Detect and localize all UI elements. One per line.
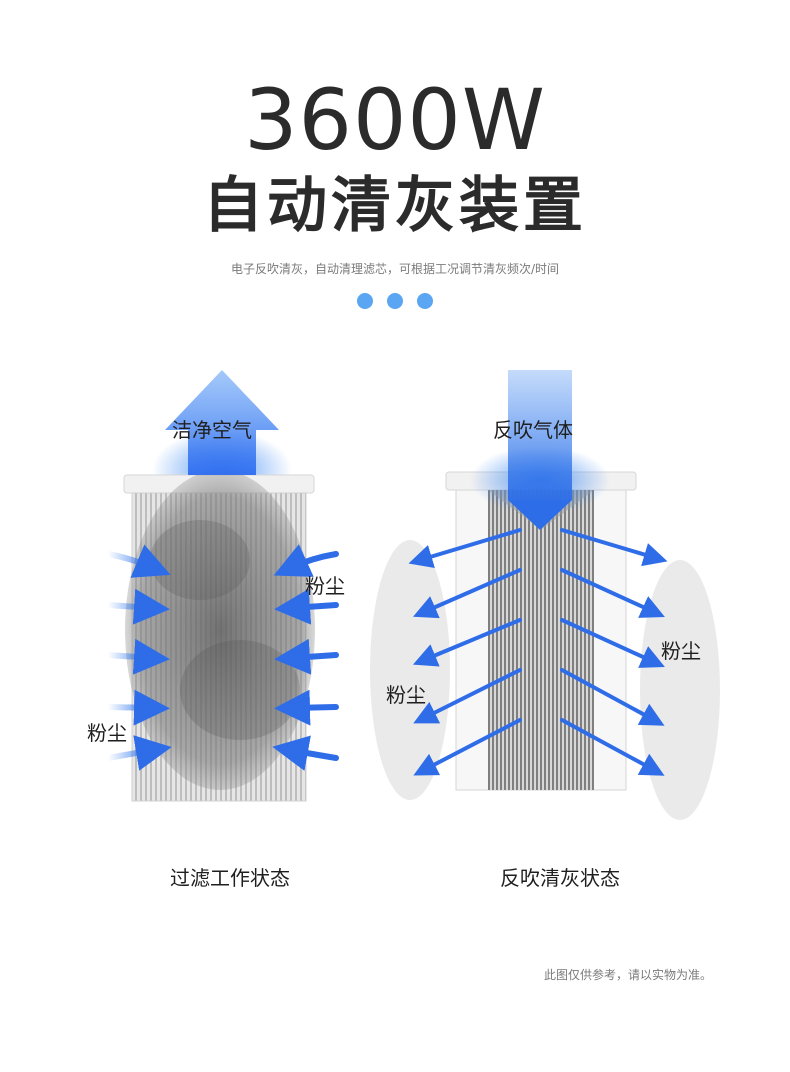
disclaimer-text: 此图仅供参考，请以实物为准。	[543, 968, 712, 982]
left-filter-cartridge	[123, 430, 315, 802]
indicator-dot	[357, 293, 373, 309]
indicator-dot	[417, 293, 433, 309]
left-dust-label-left: 粉尘	[87, 721, 127, 745]
headline-power: 3600W	[244, 71, 546, 169]
reverse-air-label: 反吹气体	[493, 418, 573, 442]
right-dust-label-right: 粉尘	[661, 639, 701, 663]
left-inflow-arrows	[105, 544, 339, 771]
clean-air-label: 洁净空气	[172, 418, 252, 442]
pagination-dots	[0, 293, 790, 309]
right-dust-label-left: 粉尘	[386, 683, 426, 707]
filtering-state-caption: 过滤工作状态	[170, 866, 290, 890]
headline-title: 自动清灰装置	[203, 171, 587, 241]
indicator-dot	[387, 293, 403, 309]
right-outflow-arrows	[408, 528, 668, 776]
clean-air-arrow	[165, 370, 279, 475]
left-dust-label-right: 粉尘	[305, 574, 345, 598]
filter-illustration	[105, 370, 720, 820]
feature-description: 电子反吹清灰，自动清理滤芯，可根据工况调节清灰频次/时间	[230, 262, 560, 276]
reverse-blow-arrow	[470, 370, 610, 530]
cleaning-state-caption: 反吹清灰状态	[500, 866, 620, 890]
